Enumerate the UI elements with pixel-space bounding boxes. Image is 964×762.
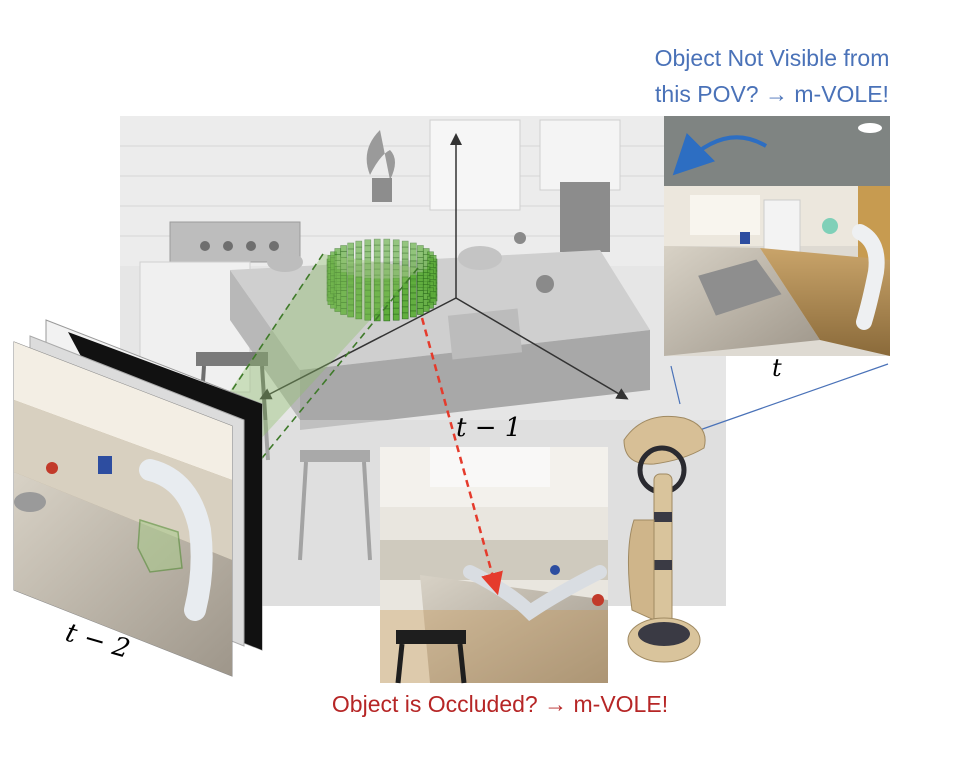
voxel-cube — [409, 242, 417, 250]
voxel-cube — [347, 248, 355, 256]
voxel-cube — [334, 248, 342, 255]
voxel-cube — [401, 294, 409, 302]
voxel-cube — [417, 269, 424, 276]
voxel-cube — [392, 313, 400, 321]
voxel-cube — [417, 275, 424, 282]
voxel-cube — [392, 307, 400, 315]
voxel-cube — [383, 250, 391, 258]
voxel-cube — [383, 244, 391, 252]
voxel-object-icon — [326, 238, 438, 322]
voxel-cube — [409, 286, 417, 294]
voxel-cube — [409, 260, 417, 268]
top-caption-line1: Object Not Visible from — [655, 45, 890, 71]
rotation-arrow-icon — [672, 132, 768, 176]
voxel-cube — [401, 312, 409, 320]
voxel-cube — [383, 256, 391, 264]
voxel-cube — [347, 242, 355, 250]
voxel-cube — [373, 244, 381, 252]
voxel-cube — [392, 245, 400, 253]
voxel-cube — [383, 314, 391, 322]
voxel-cube — [417, 245, 424, 252]
voxel-cube — [392, 257, 400, 265]
voxel-cube — [401, 300, 409, 308]
voxel-cube — [392, 275, 400, 283]
voxel-cube — [417, 308, 424, 315]
voxel-cube — [401, 246, 409, 254]
voxel-cube — [417, 302, 424, 309]
voxel-cube — [417, 251, 424, 258]
bottom-caption: Object is Occluded? → m-VOLE! — [332, 691, 668, 717]
voxel-cube — [409, 278, 417, 286]
voxel-cube — [355, 246, 363, 254]
occlusion-arrow — [420, 317, 503, 596]
voxel-cube — [422, 305, 430, 312]
frame-t-minus-1 — [380, 447, 608, 684]
voxel-cube — [364, 251, 372, 259]
voxel-cube — [373, 238, 381, 246]
voxel-cube — [417, 257, 424, 264]
voxel-cube — [340, 251, 347, 258]
voxel-cube — [355, 276, 363, 284]
voxel-cube — [373, 274, 381, 282]
frame-t-minus-2 — [13, 319, 263, 677]
voxel-cube — [355, 312, 363, 320]
voxel-cube — [401, 258, 409, 266]
voxel-cube — [392, 239, 400, 247]
voxel-cube — [409, 310, 417, 318]
voxel-cube — [392, 301, 400, 309]
voxel-cube — [409, 248, 417, 256]
voxel-cube — [364, 239, 372, 247]
voxel-cube — [347, 278, 355, 286]
voxel-cube — [417, 290, 424, 297]
voxel-cube — [409, 304, 417, 312]
voxel-cube — [355, 252, 363, 260]
voxel-cube — [364, 313, 372, 321]
voxel-cube — [401, 288, 409, 296]
voxel-cube — [401, 252, 409, 260]
voxel-cube — [401, 240, 409, 248]
voxel-cube — [347, 310, 355, 318]
voxel-cube — [409, 292, 417, 300]
voxel-cube — [355, 240, 363, 248]
top-caption-line2: this POV? → m-VOLE! — [655, 81, 889, 107]
time-label-t-minus-1: t − 1 — [456, 413, 521, 443]
voxel-cube — [417, 281, 424, 288]
voxel-cube — [417, 296, 424, 303]
voxel-cube — [383, 274, 391, 282]
voxel-cube — [409, 254, 417, 262]
voxel-cube — [383, 238, 391, 246]
time-label-t: t — [772, 354, 782, 382]
voxel-cube — [340, 245, 347, 252]
voxel-cube — [364, 275, 372, 283]
voxel-cube — [401, 306, 409, 314]
robot-agent-icon — [623, 363, 889, 663]
voxel-cube — [364, 245, 372, 253]
voxel-cube — [340, 281, 347, 288]
voxel-cube — [429, 290, 437, 298]
voxel-cube — [409, 298, 417, 306]
voxel-cube — [392, 251, 400, 259]
voxel-cube — [373, 250, 381, 258]
